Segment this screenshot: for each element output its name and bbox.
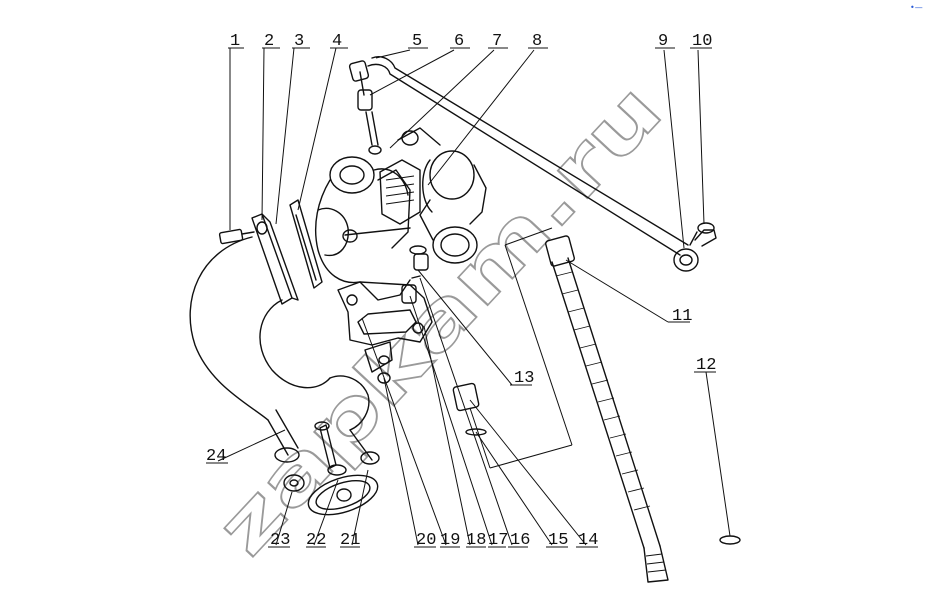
exhaust-elbow-pipe: [189, 236, 380, 465]
callout-5: 5: [412, 32, 422, 51]
callout-16: 16: [510, 531, 530, 550]
watermark: zapkam.ru: [200, 67, 679, 572]
drain-bracket: [364, 341, 393, 384]
callout-24: 24: [206, 447, 226, 466]
corner-mark: •—: [910, 3, 923, 12]
union-parts: [401, 245, 487, 436]
callout-15: 15: [548, 531, 568, 550]
pipe-end-fitting: [673, 222, 717, 272]
callout-3: 3: [294, 32, 304, 51]
callout-10: 10: [692, 32, 712, 51]
callout-9: 9: [658, 32, 668, 51]
turbocharger-assembly-drawing: [189, 56, 741, 583]
leader-lines: [206, 47, 731, 548]
flange-plate: [251, 213, 299, 305]
callout-12: 12: [696, 356, 716, 375]
center-housing: [342, 159, 421, 243]
callout-11: 11: [672, 307, 692, 326]
callout-23: 23: [270, 531, 290, 550]
callout-13: 13: [514, 369, 534, 388]
gasket-4: [289, 199, 323, 289]
callout-21: 21: [340, 531, 360, 550]
callout-1: 1: [230, 32, 240, 51]
callout-6: 6: [454, 32, 464, 51]
turbine-housing: [315, 156, 411, 301]
bolt-23: [314, 421, 347, 476]
clamp-22: [307, 474, 379, 516]
callout-14: 14: [578, 531, 598, 550]
oil-feed-pipe: [348, 56, 689, 256]
callout-19: 19: [440, 531, 460, 550]
nut-23: [283, 474, 305, 492]
callout-17: 17: [488, 531, 508, 550]
callout-7: 7: [492, 32, 502, 51]
exhaust-outlet-flange: [337, 281, 433, 346]
callout-labels: 1 2 3 4 5 6 7 8 9 10 11 12 13 14 15 16 1…: [206, 32, 716, 550]
callout-22: 22: [306, 531, 326, 550]
callout-18: 18: [466, 531, 486, 550]
compressor-housing: [397, 127, 487, 264]
callout-20: 20: [416, 531, 436, 550]
oil-drain-tube: [545, 235, 669, 583]
callout-4: 4: [332, 32, 342, 51]
callout-8: 8: [532, 32, 542, 51]
callout-2: 2: [264, 32, 274, 51]
washer-12: [719, 535, 741, 545]
bolt-1: [218, 228, 255, 245]
